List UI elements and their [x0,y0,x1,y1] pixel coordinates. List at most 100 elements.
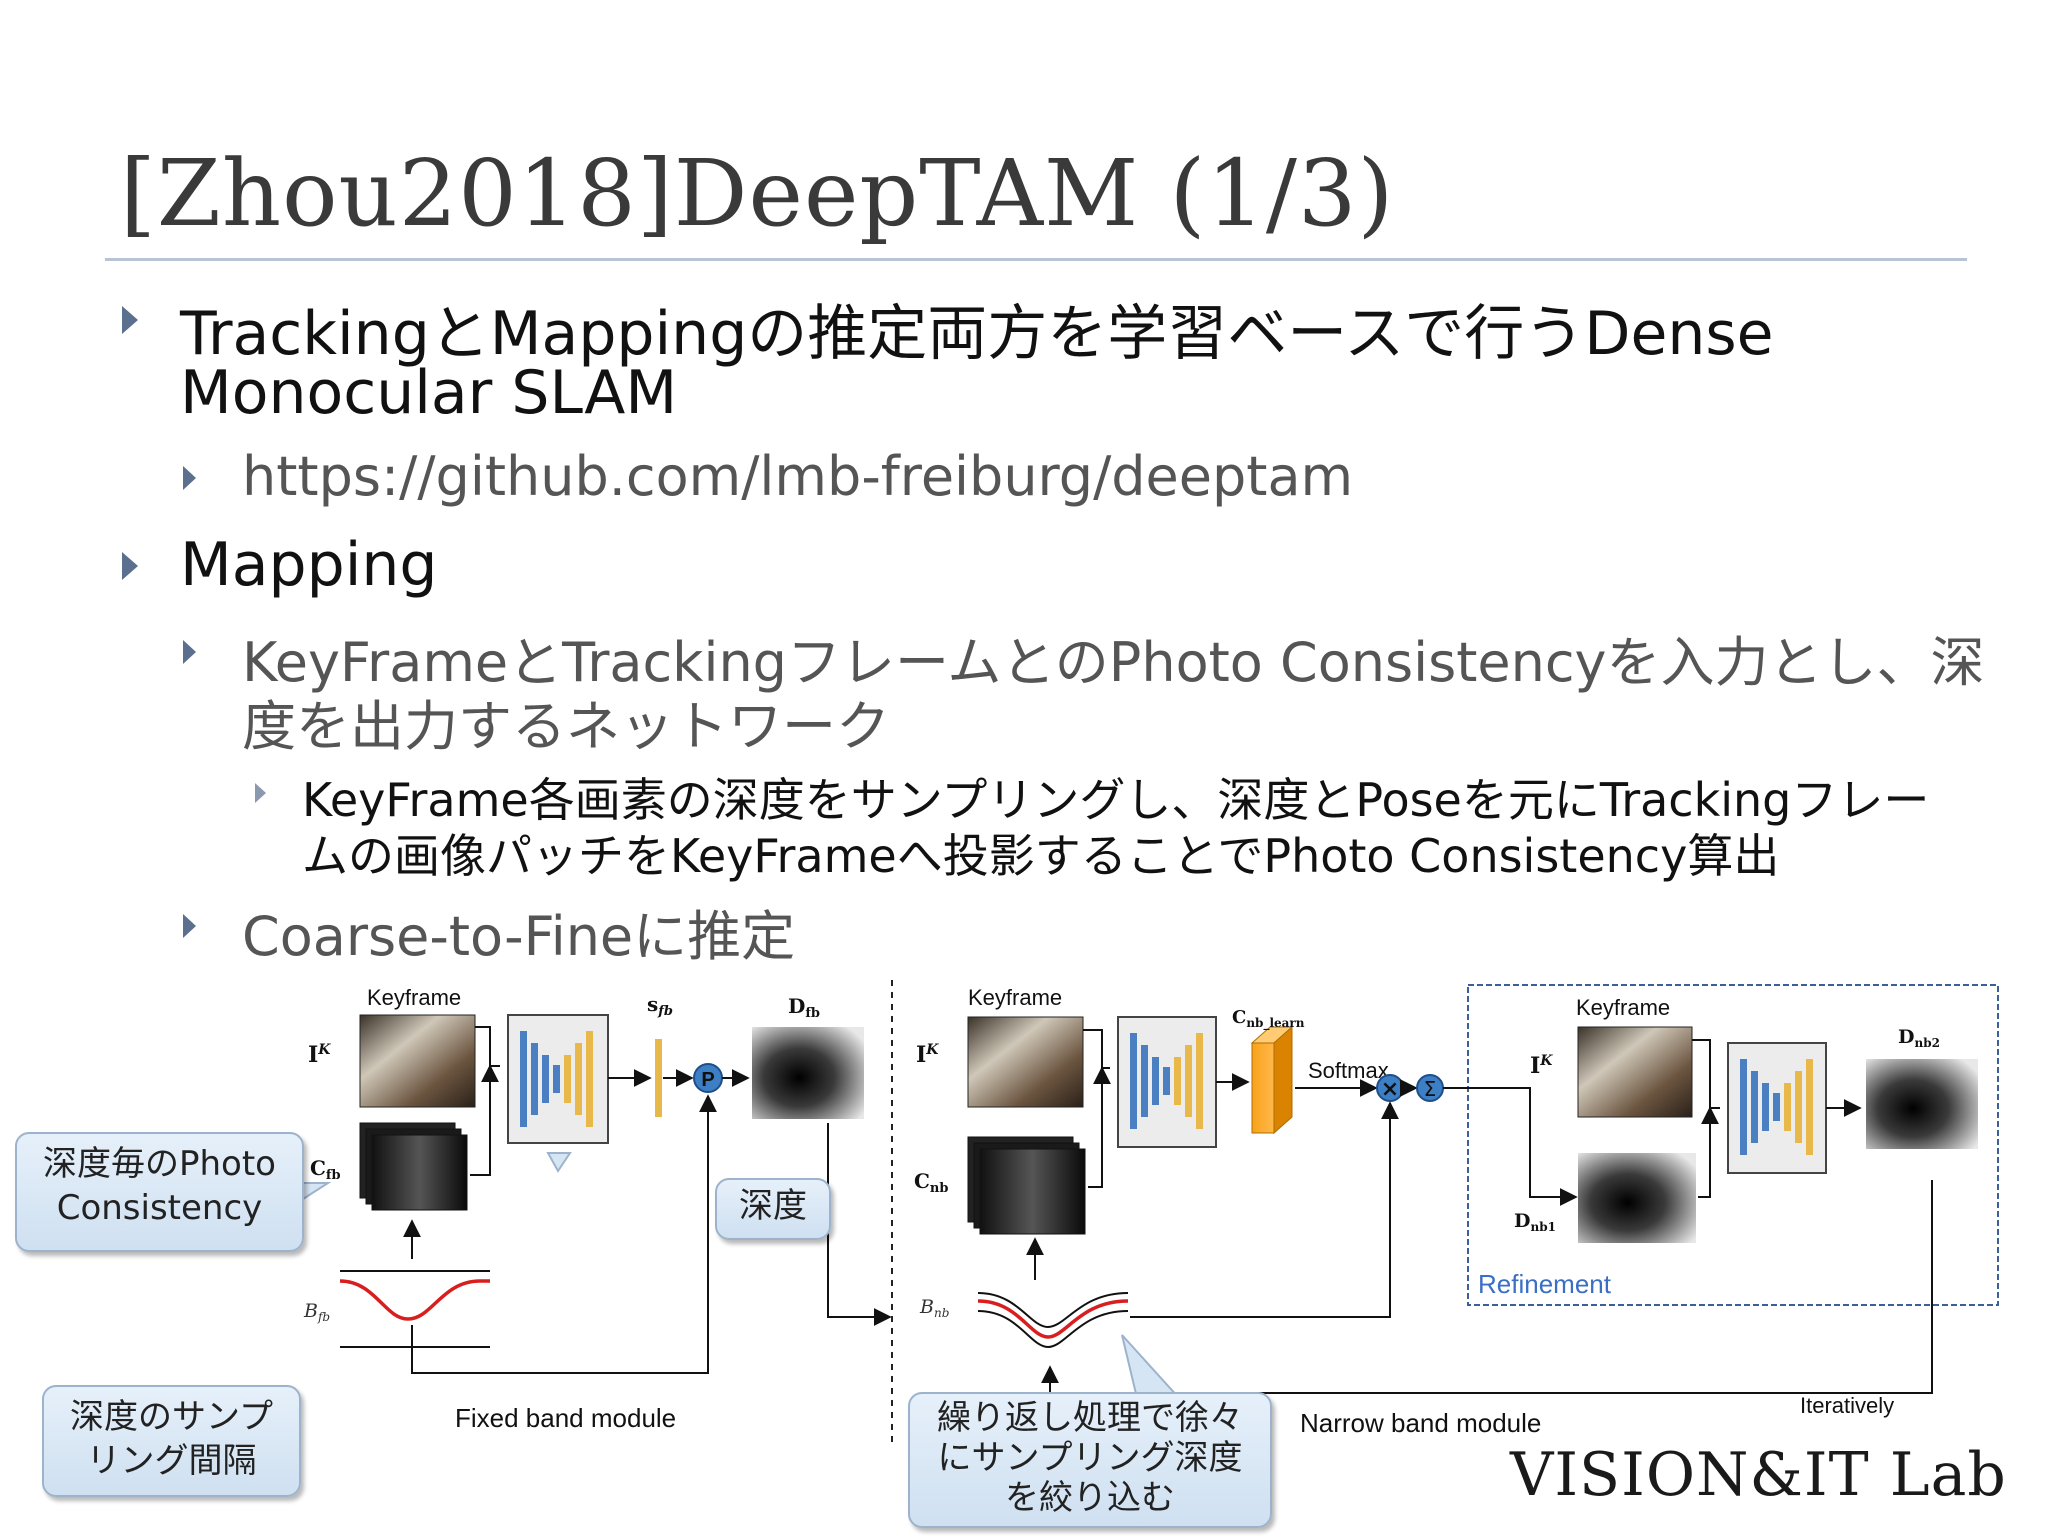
net-layer [1196,1033,1203,1129]
multiply-icon: × [1381,1077,1399,1102]
callout-iterative-refinement: 繰り返し処理で徐々 にサンプリング深度 を絞り込む [908,1392,1272,1528]
connector [411,1094,717,1374]
ik-label: IK [1530,1053,1553,1079]
callout-text: 深度のサンプ [70,1397,273,1437]
fixed-band-module-label: Fixed band module [455,1403,676,1433]
callout-text: にサンプリング深度 [937,1438,1243,1478]
cnb-learn-cube-side [1273,1025,1293,1135]
connector [1443,1087,1578,1206]
net-layer [1141,1045,1148,1117]
cost-volume-slice [371,1134,468,1211]
bullet-1-line-1: TrackingとMappingの推定両方を学習ベースで行うDense [180,299,1774,369]
net-layer [1784,1083,1791,1131]
connector [475,1026,500,1067]
refinement-box [1467,984,1999,1306]
keyframe-label: Keyframe [1576,995,1670,1020]
lab-logo: VISION&IT Lab [1510,1440,2007,1510]
bullet-2-subsub-1-line-1: KeyFrame各画素の深度をサンプリングし、深度とPoseを元にTrackin… [302,773,1930,827]
dnb1-label: Dnb1 [1514,1210,1556,1234]
net-layer [1163,1067,1170,1095]
cnb-label: Cnb [914,1169,948,1196]
bullet-arrow-icon [183,914,196,938]
connector [1083,1029,1110,1069]
net-layer [586,1031,593,1127]
dfb-depth-image [752,1027,864,1119]
cost-volume-slice [979,1148,1086,1235]
band-curve [977,1292,1129,1329]
callout-text: Consistency [56,1188,263,1228]
net-layer [575,1043,582,1115]
callout-photo-consistency: 深度毎のPhoto Consistency [15,1132,304,1252]
band-curve [977,1310,1129,1349]
callout-text: 深度 [739,1186,807,1226]
depth-curve [977,1299,1129,1339]
net-layer [1773,1093,1780,1121]
net-layer [1185,1045,1192,1117]
bullet-arrow-icon [183,466,196,490]
bnb-label: Bnb [919,1296,949,1320]
net-layer [1806,1059,1813,1155]
net-layer [1130,1033,1137,1129]
dnb2-label: Dnb2 [1898,1026,1940,1050]
dfb-label: Dfb [788,994,820,1021]
ik-label: IK [308,1042,331,1068]
cnb-learn-cube [1251,1042,1275,1134]
sfb-label: sfb [647,992,673,1019]
cnb-learn-label: Cnb_learn [1232,1007,1305,1031]
narrow-band-module-label: Narrow band module [1300,1408,1541,1438]
connector [1698,1106,1719,1198]
dnb1-depth-image [1578,1153,1696,1243]
connector [827,1123,892,1326]
bullet-2-subsub-1-line-2: ムの画像パッチをKeyFrameへ投影することでPhoto Consistenc… [302,829,1780,883]
repo-link[interactable]: https://github.com/lmb-freiburg/deeptam [242,445,1354,508]
connector [470,1064,499,1176]
bullet-1-line-2: Monocular SLAM [180,358,678,428]
net-layer [1740,1059,1747,1155]
title-divider [105,258,1967,261]
connector [1692,1039,1720,1109]
net-layer [542,1055,549,1103]
bfb-label: Bfb [303,1300,330,1324]
net-layer [1174,1057,1181,1105]
net-layer [1762,1083,1769,1131]
deeptam-mapping-diagram: Keyframe IK Cfb sfb P Dfb Bfb Fixed band… [280,980,1999,1445]
slide-title: [Zhou2018]DeepTAM (1/3) [120,140,1395,247]
cfb-label: Cfb [310,1156,341,1183]
callout-text: を絞り込む [1005,1478,1175,1518]
bullet-2-sub-1-line-1: KeyFrameとTrackingフレームとのPhoto Consistency… [242,631,1985,694]
callout-sampling-interval: 深度のサンプ リング間隔 [42,1385,301,1497]
callout-text: 繰り返し処理で徐々 [937,1398,1243,1438]
keyframe-label: Keyframe [367,985,461,1010]
net-layer [553,1065,560,1093]
p-node-label: P [701,1069,714,1091]
bullet-arrow-icon [122,552,138,580]
callout-text: リング間隔 [86,1441,257,1481]
net-layer [531,1043,538,1115]
bullet-arrow-icon [122,306,138,334]
sfb-vector [655,1039,662,1117]
callout-tail [546,1152,572,1173]
connector [1130,1101,1399,1318]
callout-text: 深度毎のPhoto [43,1144,276,1184]
iterative-loop [1041,1180,1933,1394]
connector [1088,1066,1111,1188]
sum-icon: Σ [1424,1077,1437,1101]
bullet-2-sub-2: Coarse-to-Fineに推定 [242,905,796,968]
net-layer [520,1031,527,1127]
net-layer [1751,1071,1758,1143]
bullet-arrow-icon [255,783,266,803]
ik-label: IK [916,1042,939,1068]
keyframe-image [359,1014,476,1108]
dnb2-depth-image [1866,1059,1978,1149]
refinement-label: Refinement [1478,1269,1612,1299]
callout-depth: 深度 [715,1178,831,1240]
net-layer [1152,1057,1159,1105]
softmax-label: Softmax [1308,1058,1389,1083]
bullet-2-sub-1-line-2: 度を出力するネットワーク [242,695,890,758]
keyframe-image [1577,1026,1693,1118]
net-layer [1795,1071,1802,1143]
bullet-arrow-icon [183,640,196,664]
keyframe-label: Keyframe [968,985,1062,1010]
net-layer [564,1055,571,1103]
depth-curve [339,1279,490,1321]
